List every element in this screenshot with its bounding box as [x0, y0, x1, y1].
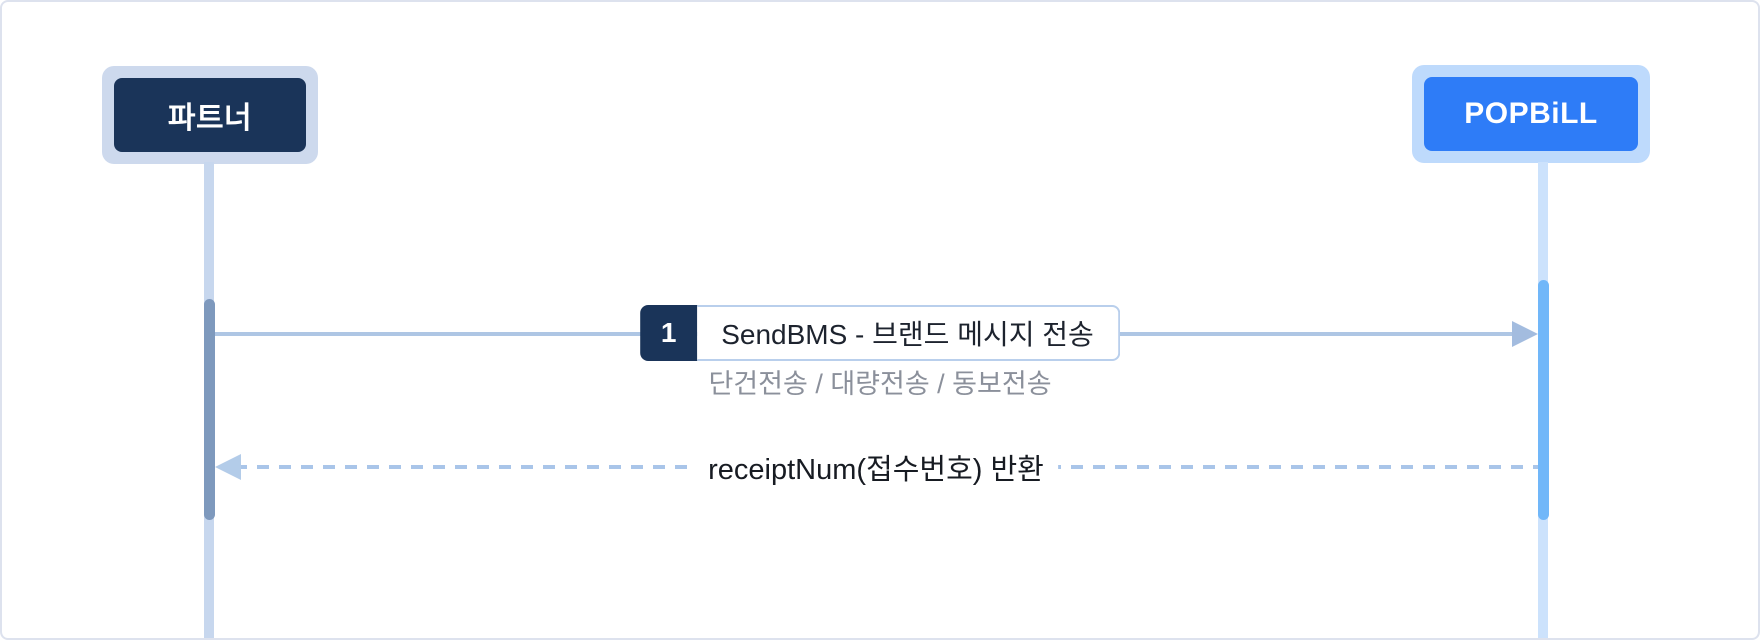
send-message-label: 1 SendBMS - 브랜드 메시지 전송 — [640, 305, 1120, 361]
arrowhead-left-icon — [215, 454, 241, 480]
activation-bar-partner — [204, 299, 215, 520]
send-message-subtitle: 단건전송 / 대량전송 / 동보전송 — [708, 369, 1052, 399]
step-number-badge: 1 — [640, 305, 698, 361]
activation-bar-popbill — [1538, 280, 1549, 520]
actor-popbill: POPBiLL — [1412, 65, 1650, 163]
arrowhead-right-icon — [1512, 321, 1538, 347]
actor-partner-label: 파트너 — [114, 78, 306, 152]
return-message-label: receiptNum(접수번호) 반환 — [694, 444, 1058, 490]
actor-partner: 파트너 — [102, 66, 318, 164]
send-message-title: SendBMS - 브랜드 메시지 전송 — [697, 305, 1120, 361]
actor-popbill-label: POPBiLL — [1424, 77, 1638, 151]
